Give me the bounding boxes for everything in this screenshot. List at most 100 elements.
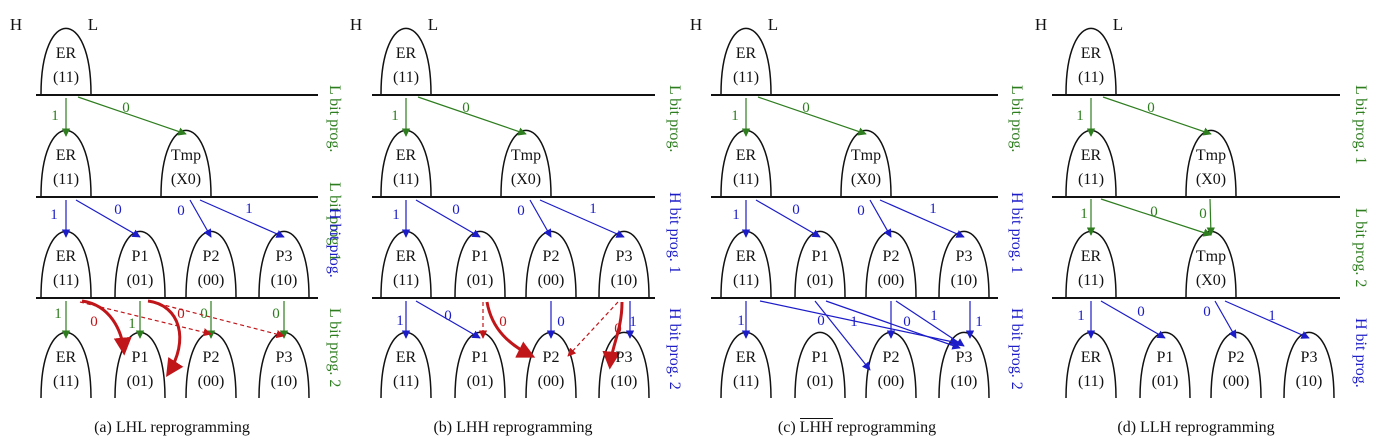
transition-arrow xyxy=(151,301,285,339)
state-p1-name: P1 xyxy=(472,248,489,265)
bit-label: 0 xyxy=(122,100,130,116)
state-er-name: ER xyxy=(396,45,417,62)
stage-label-l2: L bit prog. 2 xyxy=(326,308,343,387)
state-p1-name: P1 xyxy=(812,349,829,366)
stage-label-h2: H bit prog. 2 xyxy=(666,308,683,390)
state-er-name: ER xyxy=(736,248,757,265)
bit-label: 0 xyxy=(1147,100,1155,116)
state-p1-code: (01) xyxy=(127,373,154,390)
state-p2-name: P2 xyxy=(883,248,900,265)
bit-label: 1 xyxy=(54,306,62,322)
state-tmp-code: (X0) xyxy=(851,171,881,188)
bit-label: 1 xyxy=(929,201,937,217)
state-p1-name: P1 xyxy=(132,349,149,366)
stage-label-h: H bit prog. xyxy=(326,208,343,278)
reprogram-arrow-p1-p2 xyxy=(485,301,536,358)
state-p2-name: P2 xyxy=(1228,349,1245,366)
state-er-code: (11) xyxy=(53,272,79,289)
bit-label: 0 xyxy=(857,203,865,219)
bit-label: 1 xyxy=(629,314,637,330)
state-er-name: ER xyxy=(1081,45,1102,62)
state-er-name: ER xyxy=(396,248,417,265)
bit-label: 0 xyxy=(1150,204,1158,220)
state-tmp-code: (X0) xyxy=(1196,171,1226,188)
state-er-code: (11) xyxy=(393,171,419,188)
state-p1-code: (01) xyxy=(807,373,834,390)
state-p1-code: (01) xyxy=(1152,373,1179,390)
bit-label: 0 xyxy=(114,202,122,218)
state-er-code: (11) xyxy=(53,69,79,86)
state-distribution xyxy=(794,331,846,399)
stage-label-h: H bit prog. xyxy=(1352,318,1369,388)
bit-label: 0 xyxy=(452,202,460,218)
axis-letter-l: L xyxy=(428,15,438,34)
state-tmp-name: Tmp xyxy=(1196,147,1226,164)
state-p3-name: P3 xyxy=(616,349,633,366)
state-er-code: (11) xyxy=(393,272,419,289)
transition-arrow xyxy=(189,199,212,238)
transition-arrow xyxy=(879,199,965,238)
state-p3-code: (10) xyxy=(271,272,298,289)
state-p3-code: (10) xyxy=(1296,373,1323,390)
bit-label: 1 xyxy=(850,314,858,330)
bit-label: 0 xyxy=(614,321,622,337)
bit-label: 1 xyxy=(731,108,739,124)
state-er-code: (11) xyxy=(733,69,759,86)
bit-label: 1 xyxy=(50,207,58,223)
state-tmp-name: Tmp xyxy=(171,147,201,164)
caption-b: (b) LHH reprogramming xyxy=(433,419,592,436)
state-p3-code: (10) xyxy=(271,373,298,390)
transition-arrow xyxy=(529,199,552,238)
bit-label: 1 xyxy=(392,207,400,223)
bit-label: 1 xyxy=(732,207,740,223)
bit-label: 0 xyxy=(792,202,800,218)
state-p2-code: (00) xyxy=(878,272,905,289)
bit-label: 0 xyxy=(802,100,810,116)
state-er-name: ER xyxy=(396,147,417,164)
state-p1-name: P1 xyxy=(812,248,829,265)
arrow-er-to-tmp xyxy=(77,96,187,136)
transition-arrow xyxy=(1214,300,1237,339)
state-distribution xyxy=(938,331,990,399)
bit-label: 0 xyxy=(1203,304,1211,320)
state-tmp-code: (X0) xyxy=(511,171,541,188)
transition-arrow xyxy=(567,301,619,357)
stage-label-h2: H bit prog. 2 xyxy=(1008,308,1025,390)
state-er-code: (11) xyxy=(53,171,79,188)
bit-label: 0 xyxy=(557,314,565,330)
state-p2-name: P2 xyxy=(883,349,900,366)
axis-letter-h: H xyxy=(1035,15,1047,34)
reprogram-arrow-er-p1 xyxy=(81,299,132,356)
axis-letter-h: H xyxy=(350,15,362,34)
transition-arrow xyxy=(75,199,141,238)
state-distribution xyxy=(1065,27,1117,95)
bit-label: 1 xyxy=(1077,308,1085,324)
transition-arrow xyxy=(415,199,481,238)
state-er-code: (11) xyxy=(733,373,759,390)
state-p1-code: (01) xyxy=(467,373,494,390)
transition-arrow xyxy=(1224,300,1310,339)
bit-label: 0 xyxy=(177,203,185,219)
arrow-er-to-tmp xyxy=(1102,96,1212,136)
state-er-name: ER xyxy=(56,248,77,265)
state-p3-code: (10) xyxy=(951,272,978,289)
state-p3-name: P3 xyxy=(1301,349,1318,366)
bit-label: 0 xyxy=(90,314,98,330)
state-p2-name: P2 xyxy=(543,248,560,265)
transition-arrow xyxy=(1100,198,1212,237)
state-er-code: (11) xyxy=(53,373,79,390)
state-distribution xyxy=(40,27,92,95)
transition-arrow xyxy=(814,300,871,371)
caption-d: (d) LLH reprogramming xyxy=(1117,419,1274,436)
arrow-er-to-tmp xyxy=(757,96,867,136)
bit-label: 1 xyxy=(245,201,253,217)
bit-label: 0 xyxy=(903,314,911,330)
bit-label: 1 xyxy=(1268,308,1276,324)
state-er-code: (11) xyxy=(1078,272,1104,289)
stage-label-l2: L bit prog. 2 xyxy=(1352,208,1369,287)
state-p2-name: P2 xyxy=(203,248,220,265)
state-er-name: ER xyxy=(736,349,757,366)
bit-label: 1 xyxy=(737,313,745,329)
state-p2-name: P2 xyxy=(203,349,220,366)
